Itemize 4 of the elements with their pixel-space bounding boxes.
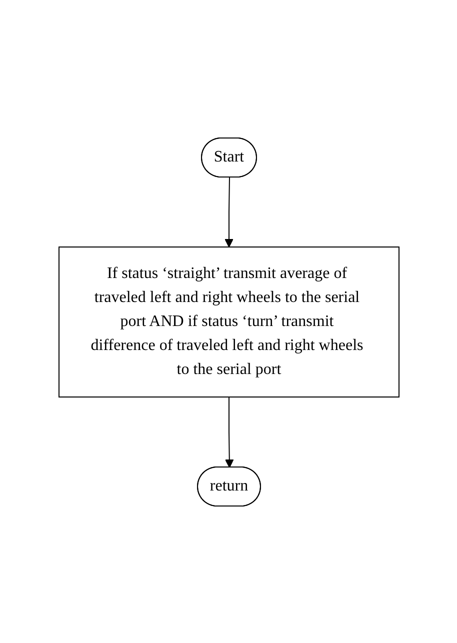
- node-box: [58, 246, 399, 397]
- arrow: [224, 396, 234, 468]
- arrow: [224, 176, 233, 247]
- flowchart-drawing: Start If status ‘straight’ transmit average of traveled left and right wheels to the serial port AND if status ‘turn’ transmit difference of traveled left and right wheels to the serial port return: [50, 130, 406, 514]
